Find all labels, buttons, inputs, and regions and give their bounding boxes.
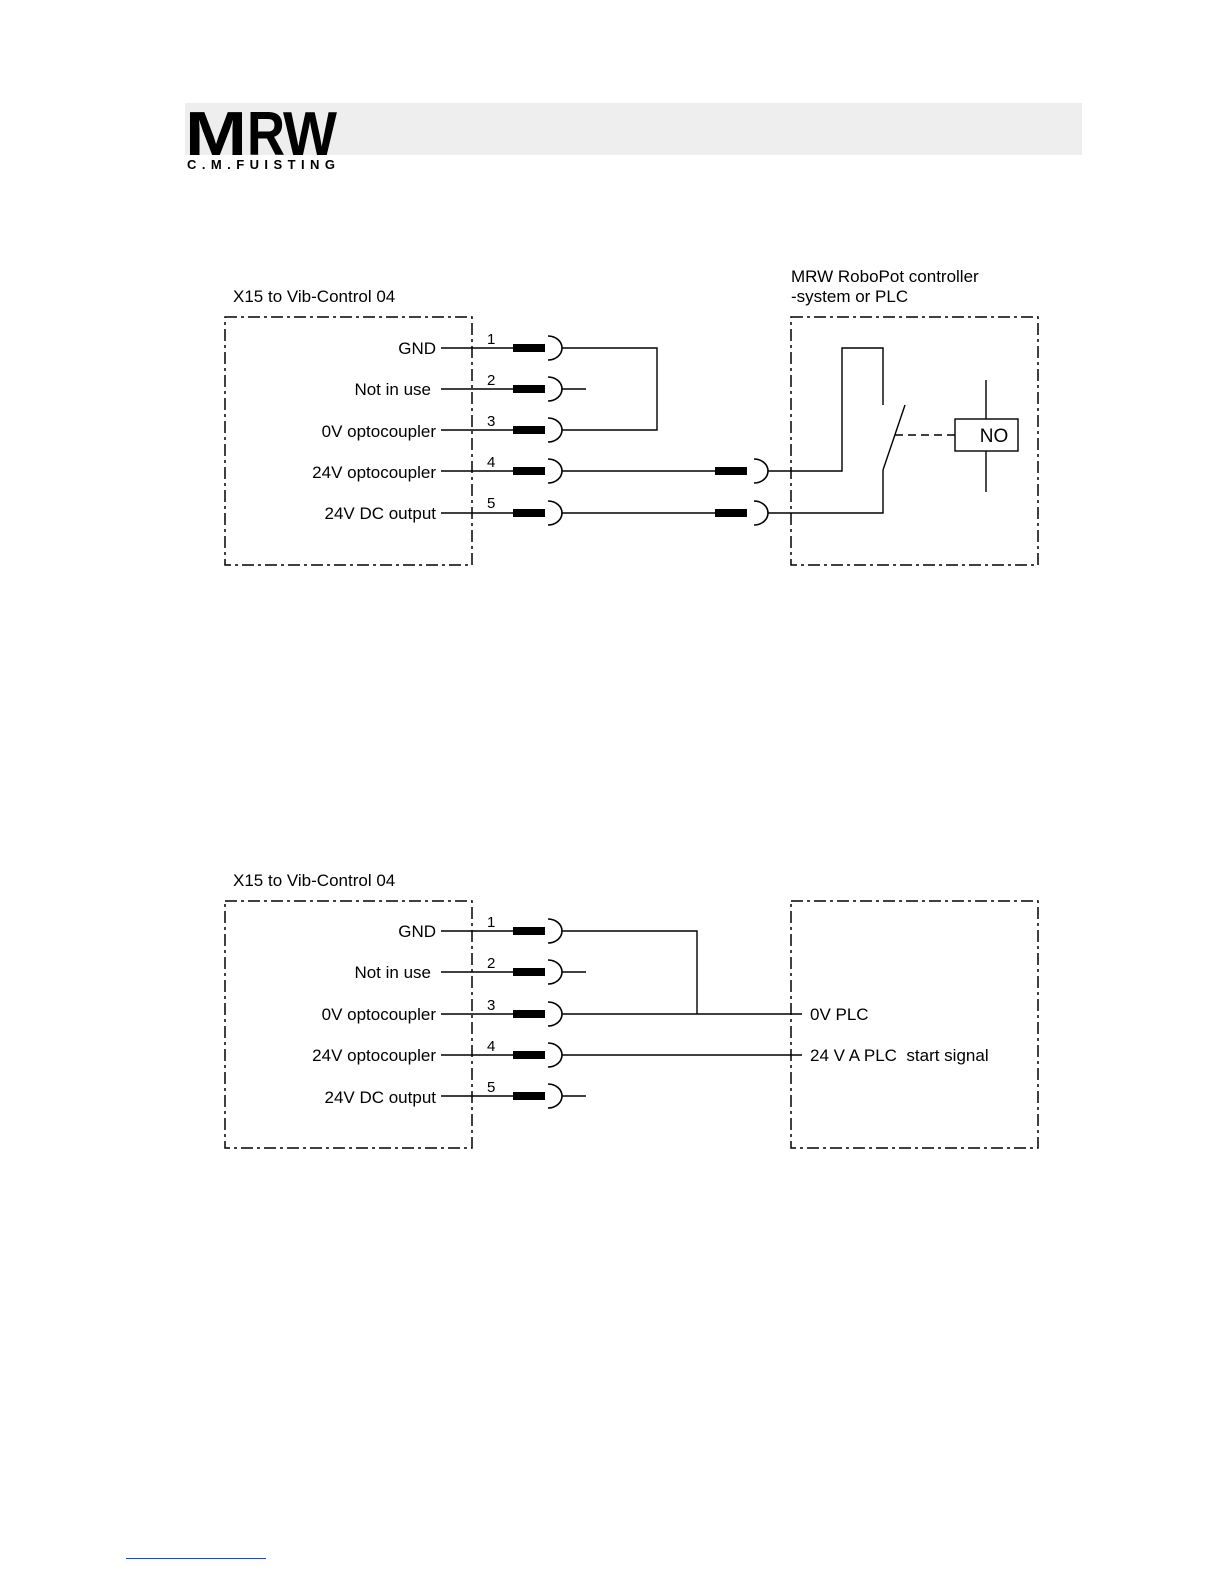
left-box-title-2: X15 to Vib-Control 04 <box>233 871 395 890</box>
pin-label-not-in-use: Not in use <box>354 380 431 399</box>
pin-label-not-in-use-2: Not in use <box>354 963 431 982</box>
right-box-title-line1: MRW RoboPot controller <box>791 267 979 286</box>
pin-label-0v-opto-2: 0V optocoupler <box>322 1005 437 1024</box>
pin-3-connector-2 <box>441 1002 562 1026</box>
pin-5-connector <box>441 501 562 525</box>
plc-box <box>791 901 1038 1148</box>
plc-label-0v: 0V PLC <box>810 1005 869 1024</box>
pin-2-connector-2 <box>441 960 586 984</box>
pin-1-connector <box>441 336 562 360</box>
pin-4-connector <box>441 459 562 483</box>
pin-3-connector <box>441 418 562 442</box>
pin-number-2: 2 <box>487 372 495 389</box>
pin-2-connector <box>441 377 586 401</box>
pin-label-0v-opto: 0V optocoupler <box>322 422 437 441</box>
wire-pin-4-to-controller <box>562 348 883 483</box>
pin-number-5-2: 5 <box>487 1079 495 1096</box>
mrw-logo: M R W C.M.FUISTING <box>185 103 345 173</box>
pin-number-4: 4 <box>487 454 495 471</box>
pin-label-24v-dc-2: 24V DC output <box>324 1088 436 1107</box>
relay-label: NO <box>980 426 1009 447</box>
pin-number-5: 5 <box>487 495 495 512</box>
pin-number-4-2: 4 <box>487 1038 495 1055</box>
wiring-diagram-plc: X15 to Vib-Control 04 GND Not in use 0V … <box>0 860 1224 1170</box>
plc-label-start-signal: 24 V A PLC start signal <box>810 1046 989 1065</box>
right-box-title-line2: -system or PLC <box>791 287 908 306</box>
pin-5-connector-2 <box>441 1084 586 1108</box>
pin-label-gnd: GND <box>398 339 436 358</box>
pin-label-gnd-2: GND <box>398 922 436 941</box>
pin-4-connector-2 <box>441 1043 562 1067</box>
wiring-diagram-robopot: X15 to Vib-Control 04 MRW RoboPot contro… <box>0 250 1224 590</box>
pin-1-connector-2 <box>441 919 562 943</box>
wire-pin-5-to-controller <box>562 470 883 525</box>
pin-number-2-2: 2 <box>487 955 495 972</box>
pin-label-24v-dc: 24V DC output <box>324 504 436 523</box>
pin-number-3: 3 <box>487 413 495 430</box>
left-box-title: X15 to Vib-Control 04 <box>233 287 395 306</box>
pin-number-3-2: 3 <box>487 997 495 1014</box>
pin-number-1-2: 1 <box>487 914 495 931</box>
pin-label-24v-opto: 24V optocoupler <box>312 463 436 482</box>
pin-number-1: 1 <box>487 331 495 348</box>
no-contact-blade <box>883 405 905 470</box>
footer-rule <box>126 1558 266 1559</box>
pin-label-24v-opto-2: 24V optocoupler <box>312 1046 436 1065</box>
